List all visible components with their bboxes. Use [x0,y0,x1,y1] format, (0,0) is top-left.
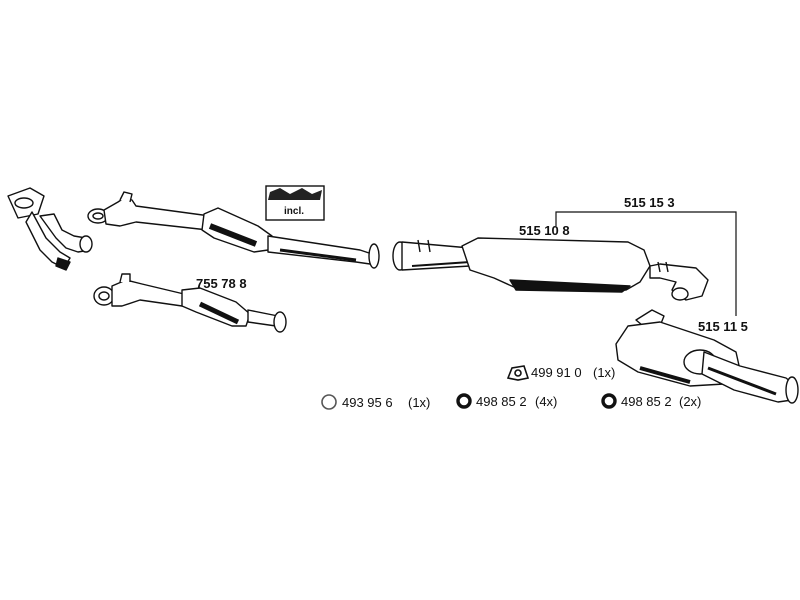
catalytic-converter [93,273,287,333]
accessory-qty: (1x) [593,365,615,380]
accessory-code: 498 85 2 [621,394,672,409]
front-down-pipe [7,187,93,271]
accessory-item: 498 85 2 (4x) [456,393,557,409]
accessory-qty: (2x) [679,394,701,409]
gasket-ring-icon [321,394,337,410]
accessory-code: 499 91 0 [531,365,582,380]
accessory-qty: (1x) [408,395,430,410]
rubber-hanger-icon [506,365,530,381]
accessory-qty: (4x) [535,394,557,409]
accessory-code: 493 95 6 [342,395,393,410]
rear-silencer [615,309,799,404]
accessory-code: 498 85 2 [476,394,527,409]
part-number-rear-silencer: 515 11 5 [698,319,748,334]
rubber-ring-icon [456,393,472,409]
accessory-item: 499 91 0 (1x) [506,365,615,381]
part-number-front-silencer: 515 10 8 [519,223,570,238]
accessory-item: 498 85 2 (2x) [601,393,701,409]
kit-badge-label: incl. [284,206,304,217]
rubber-ring-icon [601,393,617,409]
silencer-group-bracket [555,211,737,316]
intermediate-pipe [87,191,380,269]
accessory-item: 493 95 6 (1x) [321,394,430,410]
mounting-kit-badge: incl. [265,185,325,221]
part-number-silencer-group: 515 15 3 [624,195,675,210]
part-number-catalytic-converter: 755 78 8 [196,276,247,291]
front-silencer [392,237,709,301]
